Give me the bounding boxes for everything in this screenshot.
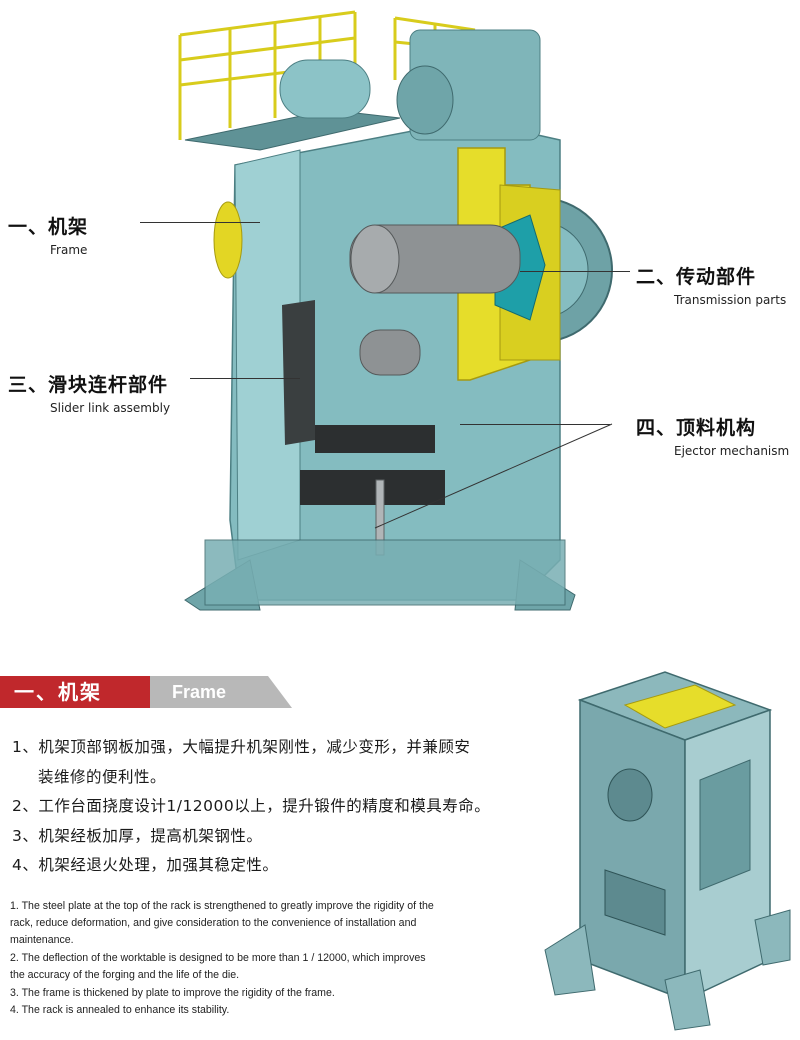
point-cn-1-cont: 装维修的便利性。 bbox=[38, 768, 167, 786]
label-frame-en: Frame bbox=[50, 243, 88, 257]
section-title-cn: 一、机架 bbox=[0, 676, 150, 708]
point-en-line-7: 4. The rack is annealed to enhance its s… bbox=[10, 1004, 230, 1016]
point-en-line-2: rack, reduce deformation, and give consi… bbox=[10, 917, 417, 929]
leader-line-frame bbox=[140, 222, 260, 223]
point-cn-3: 3、机架经板加厚，提高机架钢性。 bbox=[12, 827, 263, 845]
point-cn-4: 4、机架经退火处理，加强其稳定性。 bbox=[12, 856, 279, 874]
point-cn-2: 2、工作台面挠度设计1/12000以上，提升锻件的精度和模具寿命。 bbox=[12, 797, 491, 815]
label-ejector-cn: 四、顶料机构 bbox=[636, 417, 757, 439]
leader-line-ejector-1 bbox=[460, 424, 610, 425]
frame-illustration bbox=[544, 671, 791, 1031]
label-frame-cn: 一、机架 bbox=[8, 216, 89, 238]
point-en-line-3: maintenance. bbox=[10, 934, 74, 946]
leader-line-transmission bbox=[520, 271, 630, 272]
point-en-line-1: 1. The steel plate at the top of the rac… bbox=[10, 900, 434, 912]
section-title-en: Frame bbox=[150, 676, 292, 708]
label-slider-en: Slider link assembly bbox=[50, 401, 171, 415]
label-transmission-en: Transmission parts bbox=[674, 293, 787, 307]
label-ejector: 四、顶料机构 Ejector mechanism bbox=[636, 413, 789, 458]
press-machine-illustration bbox=[178, 10, 613, 611]
label-slider: 三、滑块连杆部件 Slider link assembly bbox=[8, 370, 170, 415]
point-en-line-5: the accuracy of the forging and the life… bbox=[10, 969, 240, 981]
point-cn-1: 1、机架顶部钢板加强，大幅提升机架刚性，减少变形，并兼顾安 bbox=[12, 738, 471, 756]
point-en-line-4: 2. The deflection of the worktable is de… bbox=[10, 952, 426, 964]
label-frame: 一、机架 Frame bbox=[8, 212, 88, 257]
leader-line-slider bbox=[190, 378, 300, 379]
leader-line-ejector-2 bbox=[374, 423, 613, 529]
label-slider-cn: 三、滑块连杆部件 bbox=[8, 374, 169, 396]
label-transmission: 二、传动部件 Transmission parts bbox=[636, 262, 786, 307]
label-ejector-en: Ejector mechanism bbox=[674, 444, 790, 458]
label-transmission-cn: 二、传动部件 bbox=[636, 266, 757, 288]
point-en-line-6: 3. The frame is thickened by plate to im… bbox=[10, 987, 335, 999]
